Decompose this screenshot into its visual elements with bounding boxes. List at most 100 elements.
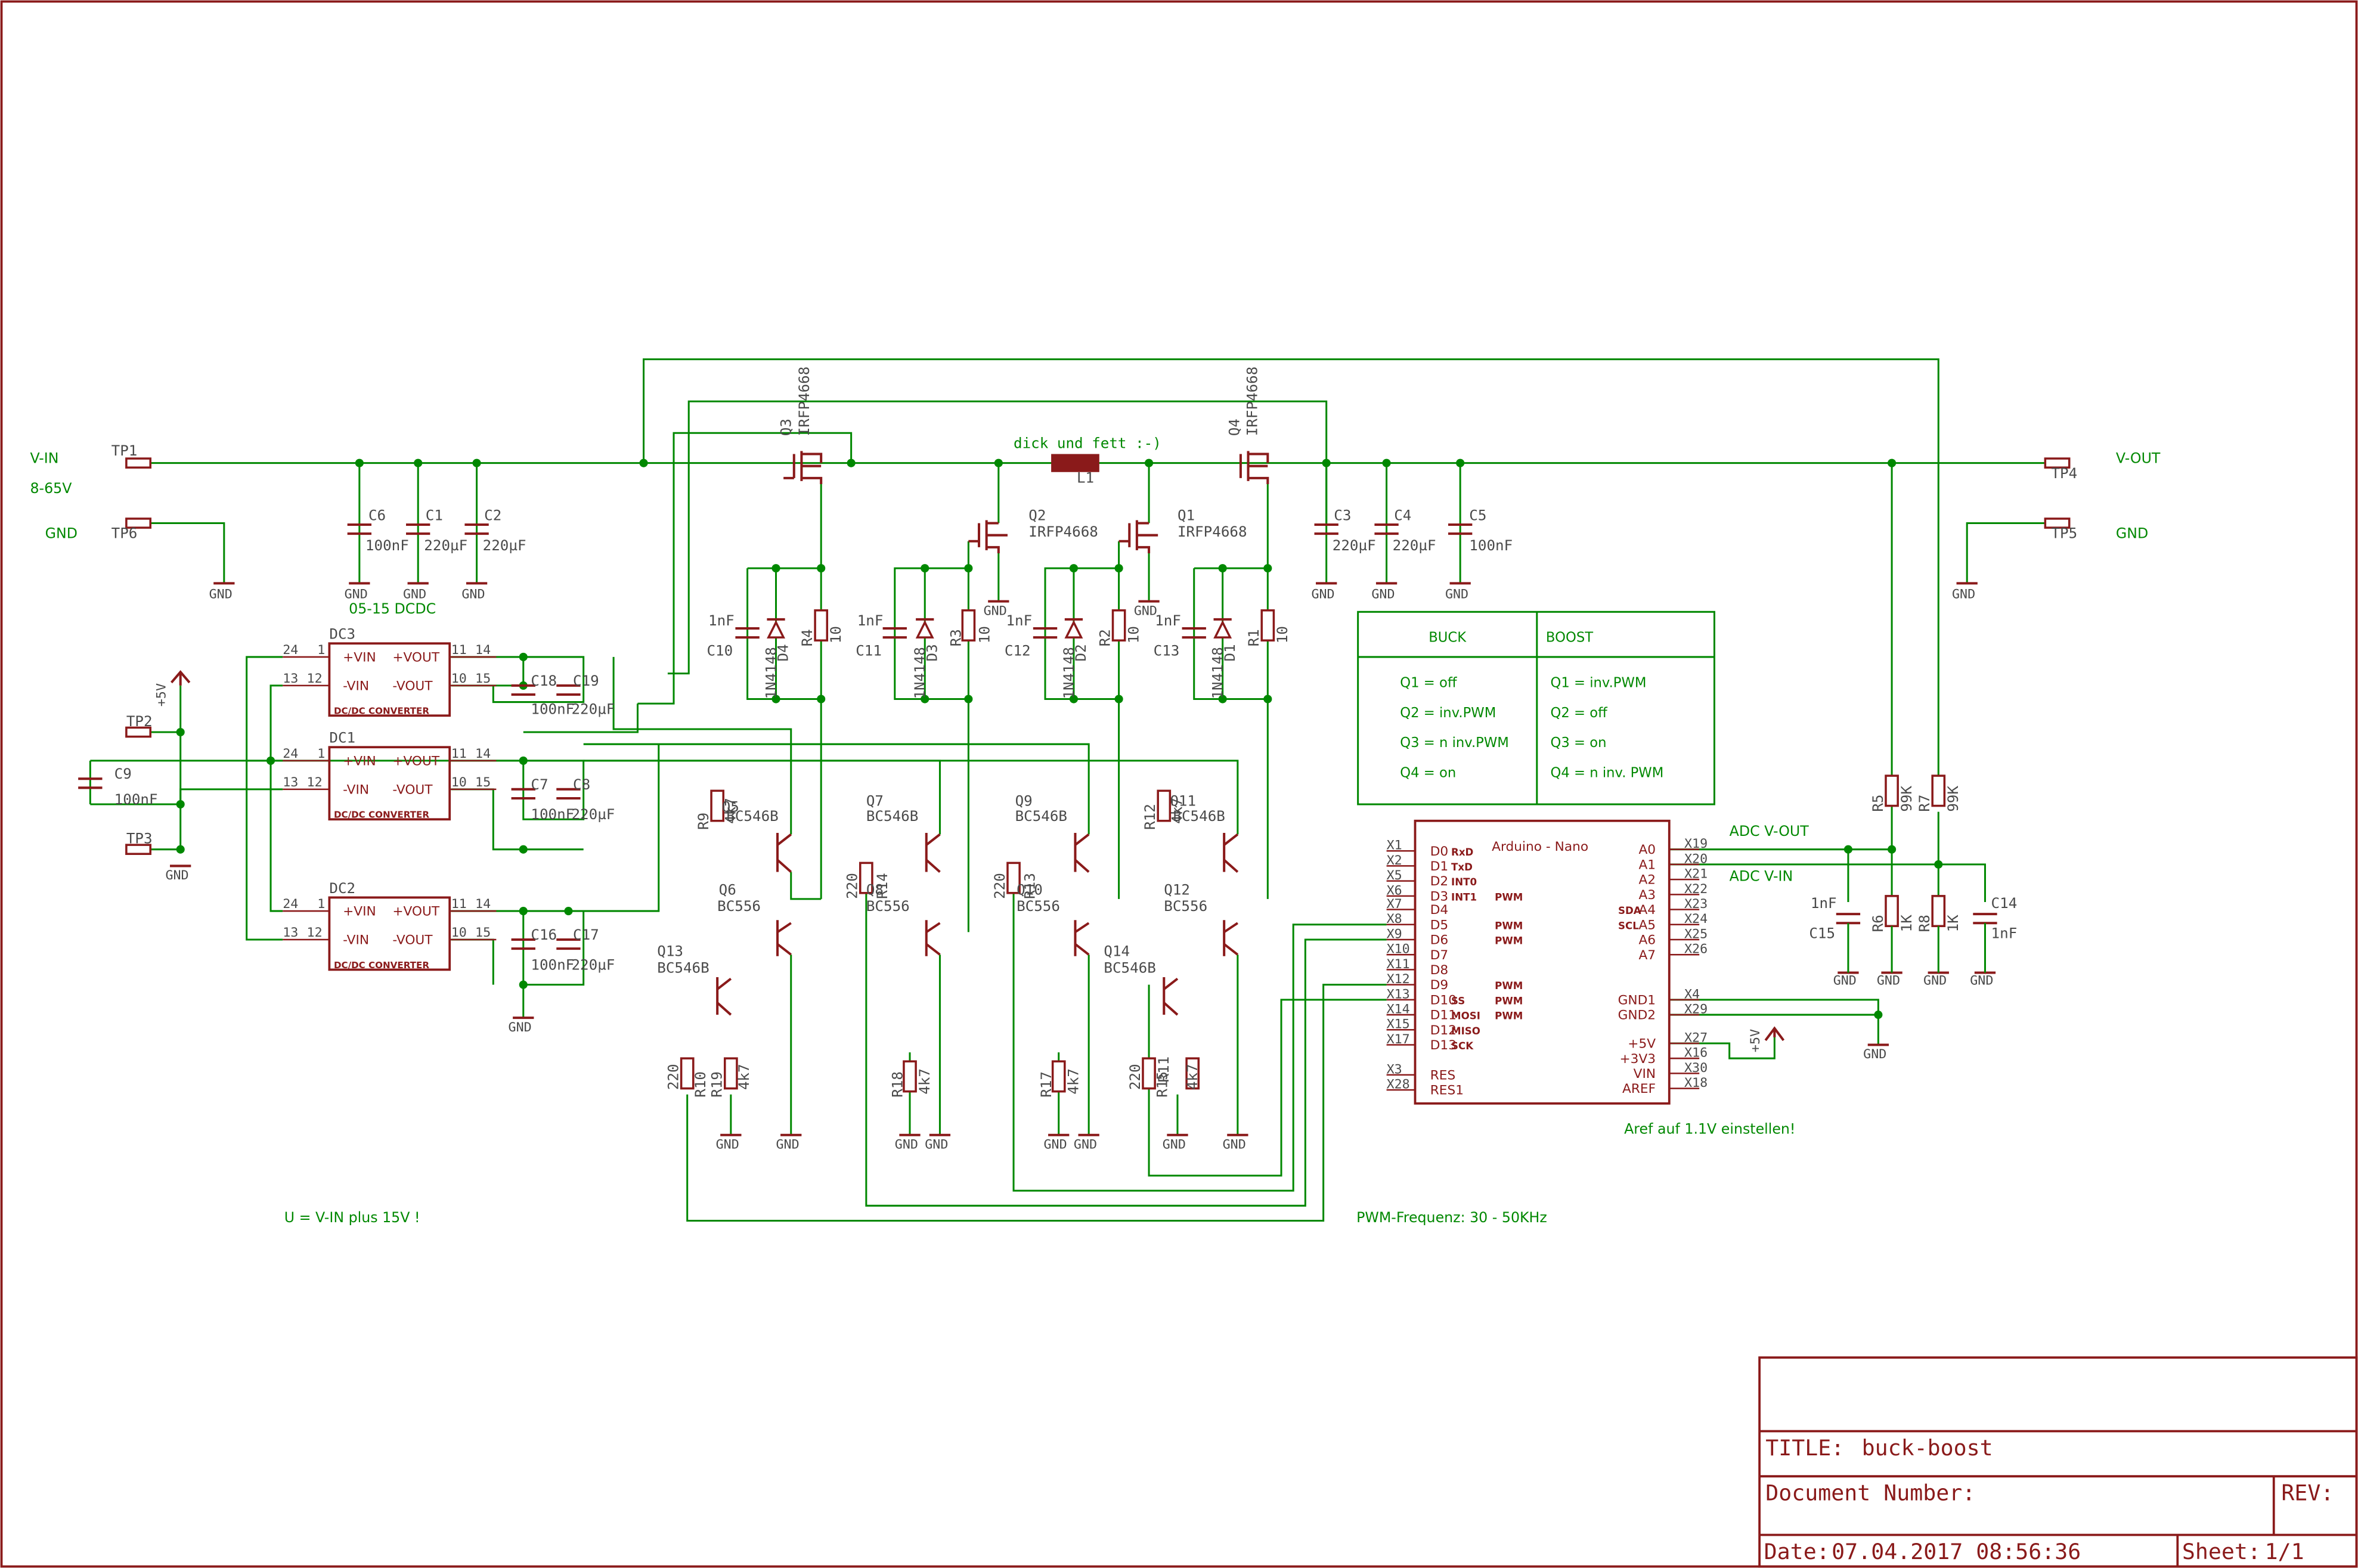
arduino-pin-function: RxD	[1451, 847, 1473, 858]
rev-label: REV:	[2281, 1480, 2334, 1506]
arduino-pin-name: D2	[1430, 874, 1448, 889]
gate-diode-d2-type: 1N4148	[1061, 647, 1077, 699]
arduino-pin-x: X11	[1387, 957, 1410, 972]
gnd-label: GND	[1952, 587, 1975, 602]
plus5v-arrow-symbols	[171, 670, 1785, 1042]
tp3-label: TP3	[126, 831, 153, 847]
driver-r14-name: R14	[874, 873, 891, 899]
mosfet-q2-symbol	[968, 520, 1008, 553]
cap-labels: C6 100nF C1 220µF C2 220µF C3 220µF C4 2…	[114, 507, 1513, 808]
arduino-pin-name: GND2	[1618, 1008, 1656, 1023]
divider-c15-value: 1nF	[1811, 895, 1837, 912]
arduino-pin-name: +5V	[1628, 1037, 1656, 1052]
arduino-pin-name: D12	[1430, 1023, 1457, 1038]
arduino-pin-x: X14	[1387, 1002, 1410, 1017]
gate-cap-c10-value: 1nF	[708, 612, 735, 629]
cap-c1-name: C1	[426, 507, 443, 523]
driver-r12-name: R12	[1142, 804, 1158, 830]
gnd-label: GND	[716, 1137, 739, 1152]
gnd-label: GND	[403, 587, 426, 602]
cap-c4-value: 220µF	[1393, 537, 1436, 554]
gate-res-r4-name: R4	[799, 629, 816, 646]
divider-r6-value: 1K	[1898, 915, 1915, 932]
driver-q10-name: Q10	[1017, 881, 1043, 898]
title-block: TITLE: buck-boost Document Number: REV: …	[1758, 1356, 2358, 1568]
dcdc-pin-number: 15	[475, 671, 491, 686]
dcdc-dc2-name: DC2	[329, 880, 355, 897]
inverter-r19-name: R19	[709, 1071, 726, 1098]
dcdc-pin-label: +VIN	[343, 904, 376, 919]
inverter-r15-name: R15	[1154, 1071, 1170, 1098]
cap-c6-value: 100nF	[365, 537, 409, 554]
cap-c9-value: 100nF	[114, 791, 158, 808]
gnd-label: GND	[1833, 974, 1857, 988]
gnd-label: GND	[895, 1137, 918, 1152]
gnd-label: GND	[1134, 603, 1157, 618]
mosfet-q1-type: IRFP4668	[1178, 523, 1247, 540]
mode-row-4-buck: Q4 = on	[1400, 766, 1456, 781]
arduino-pin-name: D10	[1430, 993, 1457, 1008]
dcdc-pin-label: +VOUT	[392, 754, 440, 768]
bjt-symbols	[716, 832, 1239, 1016]
arduino-pin-x: X30	[1684, 1061, 1708, 1076]
arduino-pin-x: X5	[1387, 868, 1402, 883]
gate-res-r2-name: R2	[1096, 629, 1113, 646]
mode-row-2-buck: Q2 = inv.PWM	[1400, 705, 1496, 721]
arduino-pin-x: X6	[1387, 883, 1402, 898]
inverter-q13-name: Q13	[657, 943, 683, 960]
inverter-r10-name: R10	[692, 1071, 709, 1098]
arduino-pin-name: D13	[1430, 1038, 1457, 1053]
dcdc-pin-number: 10	[451, 671, 467, 686]
dcdc-cap-c18-value: 100nF	[531, 701, 574, 718]
gnd-label: GND	[209, 587, 233, 602]
gate-res-r3-name: R3	[948, 629, 965, 646]
gnd-label: GND	[1445, 587, 1468, 602]
dcdc-cap-c17-value: 220µF	[571, 956, 615, 973]
driver-q12-name: Q12	[1164, 881, 1190, 898]
arduino-pin-x: X4	[1684, 987, 1700, 1002]
driver-q6-type: BC556	[717, 898, 761, 915]
dcdc-pin-number: 13	[283, 671, 298, 686]
driver-q11-name: Q11	[1170, 793, 1196, 810]
gnd-label: GND	[461, 587, 485, 602]
mode-row-3-buck: Q3 = n inv.PWM	[1400, 735, 1509, 751]
cap-c3-value: 220µF	[1333, 537, 1376, 554]
arduino-pin-pwm: PWM	[1495, 935, 1523, 947]
pulldown-r17-value: 4k7	[1065, 1068, 1082, 1095]
arduino-pin-name: A6	[1638, 933, 1656, 948]
divider-r8-value: 1K	[1945, 915, 1962, 932]
testpoint-symbols	[125, 457, 2071, 856]
dcdc-pin-number: 10	[451, 925, 467, 940]
arduino-pin-x: X16	[1684, 1046, 1708, 1061]
arduino-pin-x: X25	[1684, 926, 1708, 941]
inductor-note: dick und fett :-)	[1014, 435, 1161, 451]
arduino-pin-pwm: PWM	[1495, 891, 1523, 903]
mode-table: BUCK BOOST Q1 = off Q1 = inv.PWM Q2 = in…	[1357, 611, 1715, 805]
arduino-pin-x: X15	[1387, 1017, 1410, 1032]
inverter-r15-value: 220	[1127, 1064, 1144, 1090]
dcdc-pin-label: -VOUT	[392, 678, 433, 693]
inverter-q14-name: Q14	[1104, 943, 1130, 960]
net-label-vin: V-IN	[30, 450, 58, 467]
arduino-pin-x: X12	[1387, 972, 1410, 987]
inverter-r11-value: 4k7	[1184, 1064, 1201, 1090]
driver-q9-type: BC546B	[1015, 808, 1067, 825]
gate-res-r4-value: 10	[828, 626, 844, 643]
cap-c2-name: C2	[484, 507, 501, 523]
arduino-pin-name: AREF	[1622, 1082, 1656, 1096]
dcdc-pin-number: 11	[451, 746, 467, 761]
gnd-label: GND	[1923, 974, 1947, 988]
divider-c15-name: C15	[1809, 925, 1835, 941]
arduino-pin-x: X21	[1684, 867, 1708, 882]
driver-q6-name: Q6	[719, 881, 736, 898]
dcdc-pin-label: -VOUT	[392, 782, 433, 797]
arduino-pin-name: RES1	[1430, 1083, 1464, 1098]
dcdc-group-label: 05-15 DCDC	[349, 600, 436, 617]
gnd-label: GND	[1311, 587, 1334, 602]
tp2-label: TP2	[126, 713, 153, 730]
driver-r13-value: 220	[991, 873, 1008, 899]
inverter-r11-name: R11	[1155, 1056, 1172, 1083]
gate-cap-c11-name: C11	[856, 642, 882, 659]
